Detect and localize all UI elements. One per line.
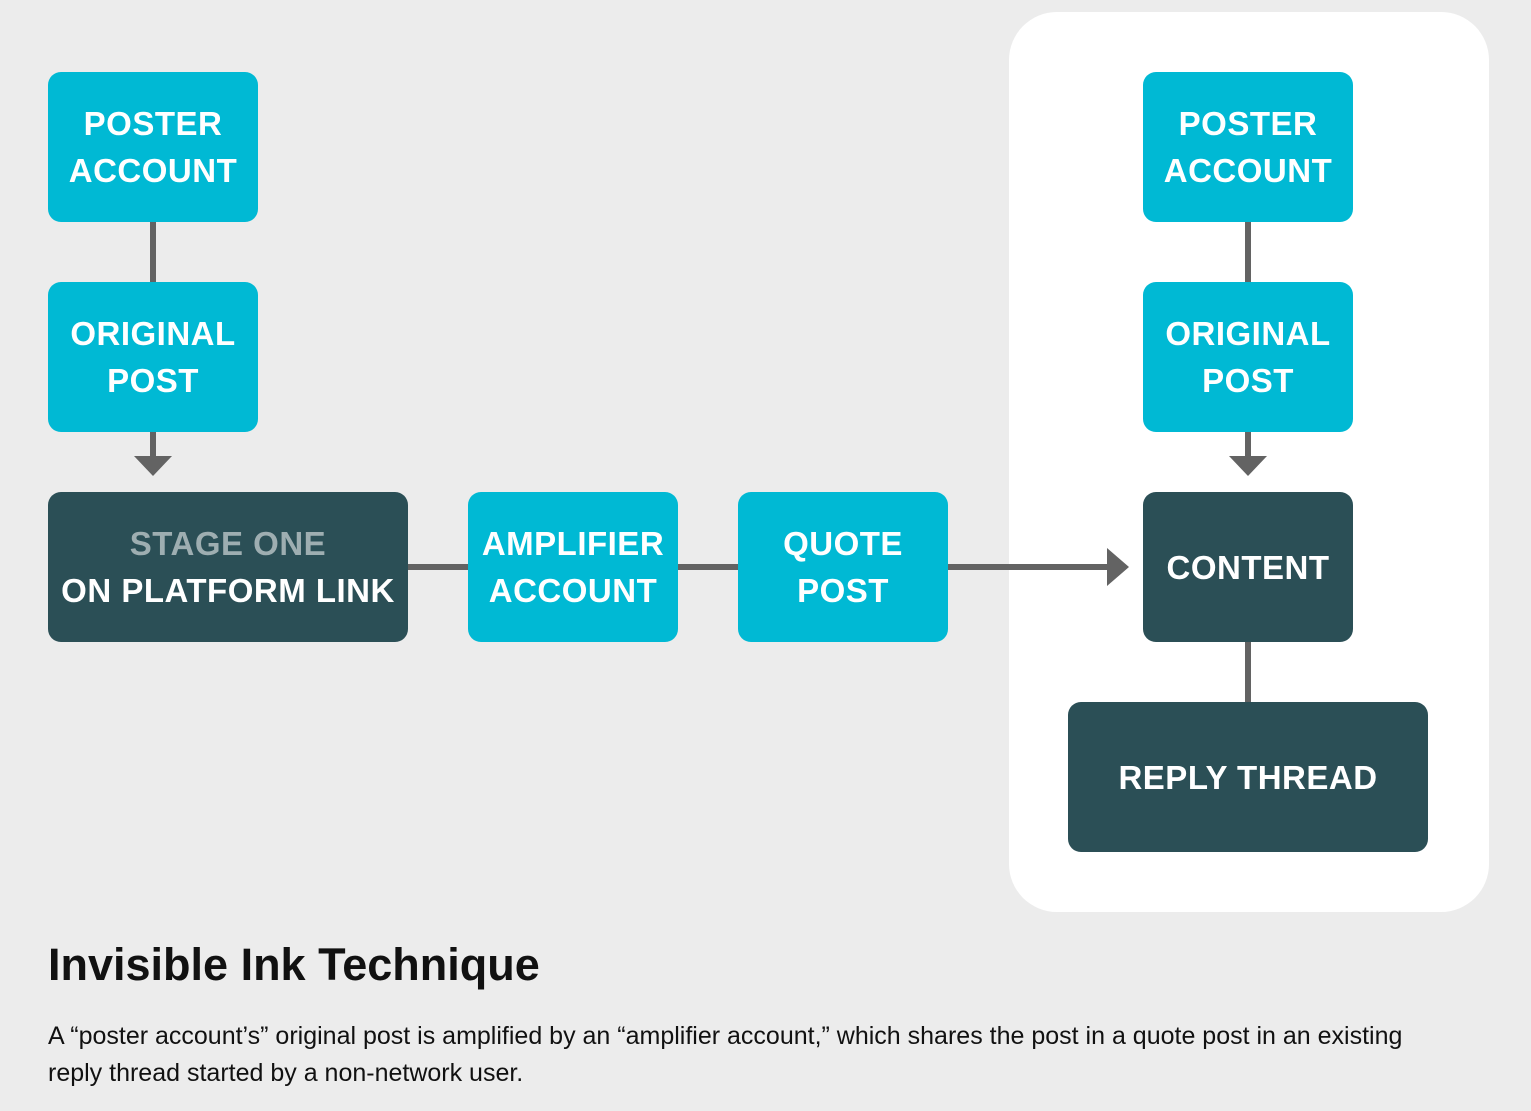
connector-right-original-to-content xyxy=(1245,431,1251,457)
original-post-line2: POST xyxy=(107,362,199,399)
stage-one-label: STAGE ONE xyxy=(129,525,327,562)
quote-post-box: QUOTE POST xyxy=(738,492,948,642)
on-platform-link-label: ON PLATFORM LINK xyxy=(61,572,395,609)
amplifier-account-box: AMPLIFIER ACCOUNT xyxy=(468,492,678,642)
poster-account-box-left: POSTER ACCOUNT xyxy=(48,72,258,222)
original-post-line2: POST xyxy=(1202,362,1294,399)
connector-content-to-reply-thread xyxy=(1245,641,1251,703)
original-post-box-right: ORIGINAL POST xyxy=(1143,282,1353,432)
connector-left-original-to-stage xyxy=(150,431,156,457)
poster-account-box-right: POSTER ACCOUNT xyxy=(1143,72,1353,222)
quote-post-line1: QUOTE xyxy=(783,525,903,562)
original-post-line1: ORIGINAL xyxy=(1165,315,1331,352)
stage-one-box: STAGE ONE ON PLATFORM LINK xyxy=(48,492,408,642)
diagram-description: A “poster account’s” original post is am… xyxy=(48,1022,1403,1087)
quote-post-line2: POST xyxy=(797,572,889,609)
connector-stage-to-amplifier xyxy=(407,564,469,570)
arrow-down-right xyxy=(1229,456,1267,476)
content-box: CONTENT xyxy=(1143,492,1353,642)
connector-left-poster-to-original xyxy=(150,221,156,283)
connector-right-poster-to-original xyxy=(1245,221,1251,283)
original-post-box-left: ORIGINAL POST xyxy=(48,282,258,432)
arrow-right-to-content xyxy=(1107,548,1129,586)
reply-thread-box: REPLY THREAD xyxy=(1068,702,1428,852)
poster-account-line1: POSTER xyxy=(1178,105,1318,142)
connector-amplifier-to-quote xyxy=(677,564,739,570)
original-post-line1: ORIGINAL xyxy=(70,315,236,352)
poster-account-line2: ACCOUNT xyxy=(68,152,238,189)
amplifier-account-line1: AMPLIFIER xyxy=(481,525,665,562)
diagram-title: Invisible Ink Technique xyxy=(48,939,540,990)
amplifier-account-line2: ACCOUNT xyxy=(488,572,658,609)
connector-quote-to-content xyxy=(947,564,1109,570)
reply-thread-label: REPLY THREAD xyxy=(1118,758,1378,796)
content-label: CONTENT xyxy=(1166,548,1330,586)
poster-account-line1: POSTER xyxy=(83,105,223,142)
arrow-down-left xyxy=(134,456,172,476)
poster-account-line2: ACCOUNT xyxy=(1163,152,1333,189)
